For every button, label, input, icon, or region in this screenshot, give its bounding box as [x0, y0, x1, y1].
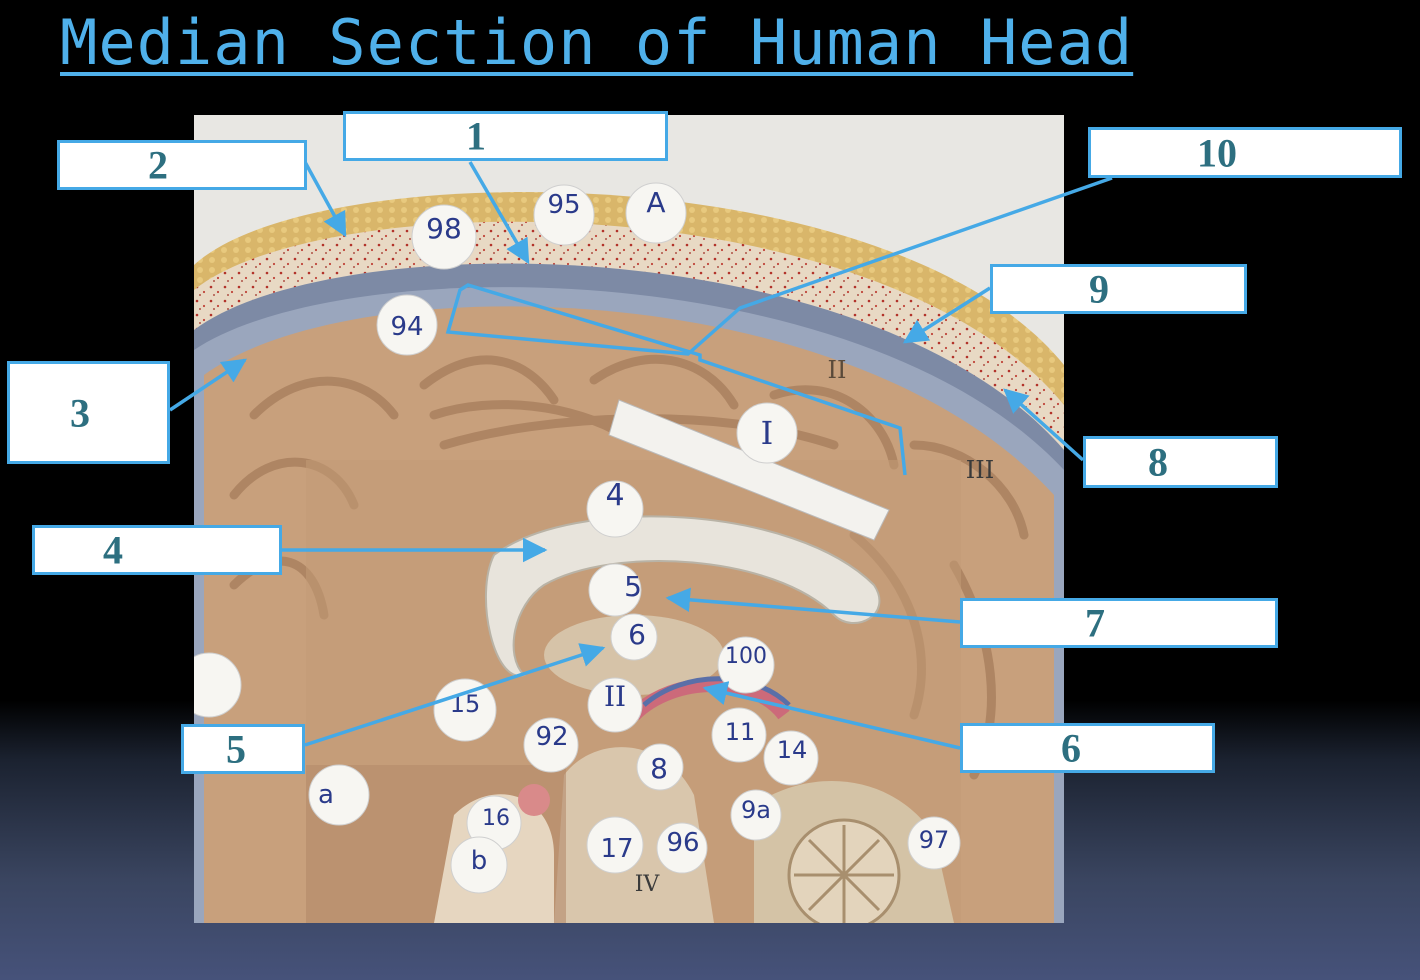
tag-A: A — [646, 186, 666, 219]
label-box-1[interactable]: 1 — [343, 111, 668, 161]
tag-11: 11 — [724, 718, 756, 746]
leader-3 — [169, 358, 248, 412]
tag-b: b — [470, 846, 488, 876]
leader-1 — [468, 161, 530, 265]
tag-17: 17 — [600, 834, 634, 864]
label-number-8: 8 — [1148, 439, 1168, 485]
label-box-7[interactable]: 7 — [960, 598, 1278, 648]
brain-model-photo — [194, 115, 1064, 923]
label-number-7: 7 — [1085, 600, 1105, 646]
label-number-1: 1 — [466, 113, 486, 159]
tag-9a: 9a — [741, 796, 771, 824]
tag-roman-II-lower: II — [603, 680, 627, 713]
tag-95: 95 — [547, 190, 581, 220]
label-number-3: 3 — [70, 390, 90, 435]
label-box-10[interactable]: 10 — [1088, 127, 1402, 178]
label-box-9[interactable]: 9 — [990, 264, 1247, 314]
tag-4: 4 — [605, 478, 625, 513]
label-box-2[interactable]: 2 — [57, 140, 307, 190]
label-number-4: 4 — [103, 527, 123, 573]
tag-97: 97 — [918, 826, 950, 854]
tag-6: 6 — [628, 618, 646, 651]
label-number-10: 10 — [1197, 130, 1237, 175]
tag-a: a — [318, 780, 334, 810]
label-box-3[interactable]: 3 — [7, 361, 170, 464]
label-box-8[interactable]: 8 — [1083, 436, 1278, 488]
tag-96: 96 — [666, 828, 700, 858]
leader-2 — [303, 161, 347, 238]
slide-title: Median Section of Human Head — [60, 6, 1134, 79]
tag-14: 14 — [776, 736, 808, 764]
tag-94: 94 — [390, 312, 424, 342]
label-number-5: 5 — [226, 726, 246, 772]
tag-roman-IV: IV — [634, 872, 660, 897]
label-number-9: 9 — [1089, 266, 1109, 312]
label-number-6: 6 — [1061, 725, 1081, 771]
tag-roman-I: I — [760, 414, 774, 452]
leader-6 — [702, 681, 961, 750]
leader-5 — [304, 643, 606, 747]
tag-92: 92 — [535, 722, 569, 752]
label-box-4[interactable]: 4 — [32, 525, 282, 575]
tag-8: 8 — [650, 752, 668, 785]
leader-10 — [445, 176, 1113, 476]
leader-9 — [902, 286, 991, 344]
tag-100: 100 — [725, 644, 767, 669]
tag-roman-II-upper: II — [827, 356, 847, 384]
tag-98: 98 — [426, 212, 462, 245]
label-box-5[interactable]: 5 — [181, 724, 305, 774]
leader-7 — [665, 587, 961, 624]
tag-16: 16 — [482, 806, 510, 831]
leader-8 — [1003, 388, 1085, 462]
tag-5: 5 — [624, 570, 642, 603]
label-box-6[interactable]: 6 — [960, 723, 1215, 773]
tag-roman-III: III — [965, 456, 995, 484]
label-number-2: 2 — [148, 142, 168, 188]
